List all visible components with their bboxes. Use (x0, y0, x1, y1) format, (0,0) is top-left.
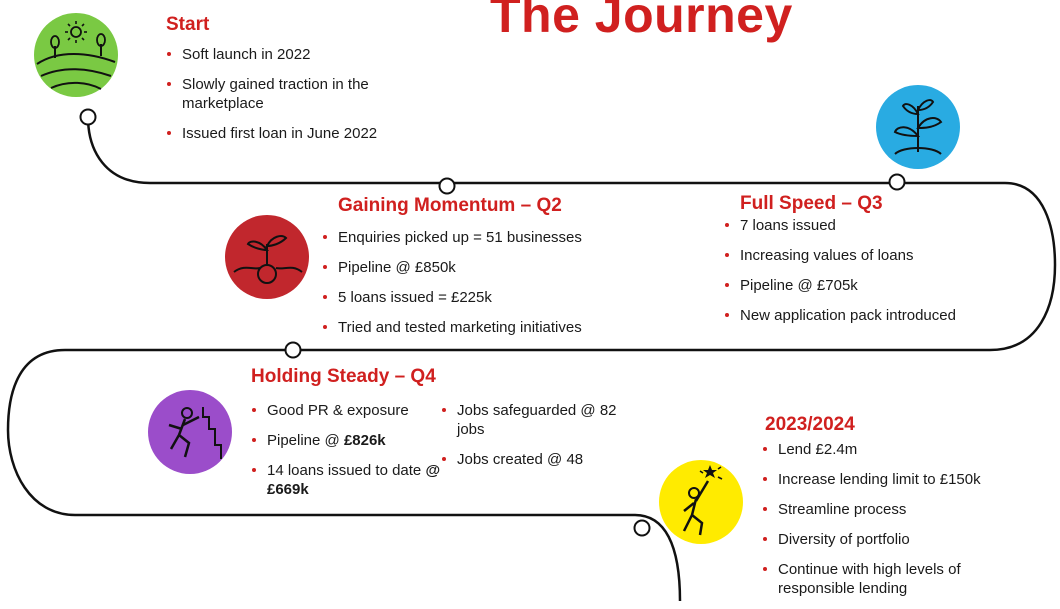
start-bullet-list: Soft launch in 2022 Slowly gained tracti… (166, 45, 426, 154)
steady-bullet: Jobs safeguarded @ 82 jobs (441, 401, 617, 439)
steady-loans-value: @ £669k (267, 462, 441, 498)
steady-bullet: 14 loans issued to date @ £669k (251, 461, 441, 499)
reaching-star-icon (659, 460, 743, 544)
growing-plant-icon (876, 85, 960, 169)
steady-bullet-list-right: Jobs safeguarded @ 82 jobs Jobs created … (441, 401, 621, 480)
momentum-bullet: Tried and tested marketing initiatives (322, 318, 652, 337)
full-speed-heading: Full Speed – Q3 (740, 193, 883, 214)
steady-bullet-text: Pipeline @ (267, 432, 344, 449)
momentum-bullet: Enquiries picked up = 51 businesses (322, 228, 652, 247)
momentum-bullet-list: Enquiries picked up = 51 businesses Pipe… (322, 228, 652, 348)
full-speed-bullet-list: 7 loans issued Increasing values of loan… (724, 216, 1034, 336)
steady-icon-wrap (147, 389, 233, 480)
start-icon-wrap (33, 12, 119, 103)
future-icon-wrap (658, 459, 744, 550)
momentum-bullet: Pipeline @ £850k (322, 258, 652, 277)
future-bullet-list: Lend £2.4m Increase lending limit to £15… (762, 440, 1022, 609)
full-speed-bullet: 7 loans issued (724, 216, 1034, 235)
milestone-future (633, 519, 651, 537)
steady-bullet: Jobs created @ 48 (441, 450, 621, 469)
milestone-q3 (888, 173, 906, 191)
momentum-icon-wrap (224, 214, 310, 305)
future-bullet: Lend £2.4m (762, 440, 1022, 459)
future-bullet: Increase lending limit to £150k (762, 470, 1022, 489)
start-bullet: Slowly gained traction in the marketplac… (166, 75, 417, 113)
future-bullet: Continue with high levels of responsible… (762, 560, 998, 598)
steady-bullet: Pipeline @ £826k (251, 431, 441, 450)
steady-bullet-text: 14 loans issued to date (267, 462, 426, 479)
page-title: The Journey (490, 0, 793, 43)
growth-icon-wrap (875, 84, 961, 175)
full-speed-bullet: Pipeline @ £705k (724, 276, 1034, 295)
momentum-bullet: 5 loans issued = £225k (322, 288, 652, 307)
full-speed-bullet: New application pack introduced (724, 306, 1034, 325)
milestone-start (79, 108, 97, 126)
steady-bullet: Good PR & exposure (251, 401, 441, 420)
steady-pipeline-value: £826k (343, 432, 386, 449)
momentum-heading: Gaining Momentum – Q2 (338, 195, 562, 216)
future-bullet: Diversity of portfolio (762, 530, 1022, 549)
steady-bullet-list-left: Good PR & exposure Pipeline @ £826k 14 l… (251, 401, 441, 510)
farm-landscape-icon (34, 13, 118, 97)
climbing-person-icon (148, 390, 232, 474)
future-bullet: Streamline process (762, 500, 1022, 519)
full-speed-bullet: Increasing values of loans (724, 246, 1034, 265)
milestone-q4 (284, 341, 302, 359)
milestone-q2 (438, 177, 456, 195)
start-bullet: Issued first loan in June 2022 (166, 124, 426, 143)
seedling-sprout-icon (225, 215, 309, 299)
start-bullet: Soft launch in 2022 (166, 45, 426, 64)
future-heading: 2023/2024 (765, 414, 855, 435)
start-heading: Start (166, 14, 210, 35)
road-line (6, 116, 1057, 601)
steady-heading: Holding Steady – Q4 (251, 366, 436, 387)
